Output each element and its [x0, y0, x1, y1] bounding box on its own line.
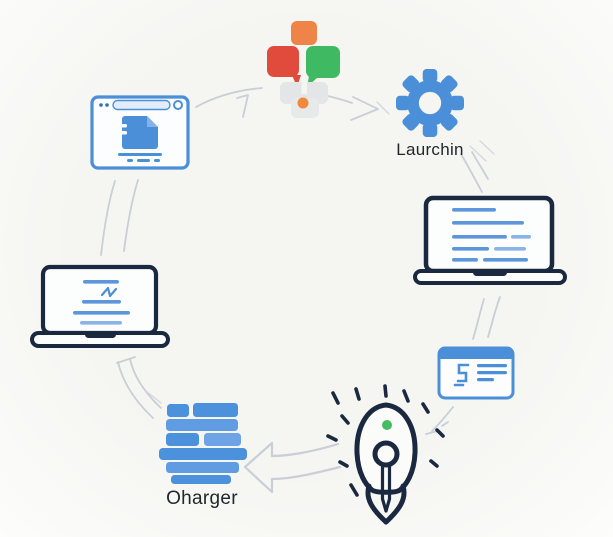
chat-flow-node: [260, 15, 350, 120]
arrow-laptop-to-browser: [100, 180, 116, 256]
launching-label: Laurchin: [396, 140, 464, 159]
code-lines: [452, 208, 531, 262]
arrow-browser-to-blocks: [195, 87, 263, 108]
scratch-mark: [376, 101, 390, 115]
laptop-icon: [30, 264, 170, 348]
burst-dashes: [326, 384, 445, 497]
rocket-porthole: [372, 440, 400, 468]
note-lines: [73, 280, 130, 325]
rocket-fins: [365, 483, 407, 525]
arrow-laptop-to-form-2: [487, 296, 501, 338]
arrow-laptop-to-browser-2: [123, 179, 139, 252]
laptop-notch: [85, 331, 116, 338]
green-indicator-dot: [382, 420, 392, 430]
browser-circle-button: [173, 100, 183, 110]
arrow-stack-to-laptop: [117, 361, 154, 419]
browser-dot: [105, 103, 109, 107]
rocket-node: [320, 383, 455, 535]
card-header-bar: [439, 348, 513, 359]
red-chat-bubble: [267, 46, 301, 87]
arrow-laptop-to-form: [472, 298, 485, 340]
zigzag-glyph: [100, 286, 118, 298]
green-chat-bubble: [306, 46, 340, 87]
chat-flow-icon: [267, 21, 340, 118]
laptop-code-icon: [413, 195, 567, 285]
gear-node: [396, 69, 464, 137]
gear-teeth: [396, 69, 464, 137]
layer-stack-node: [158, 400, 253, 488]
arrow-stack-hook: [116, 356, 136, 364]
browser-window-icon: [90, 95, 190, 170]
rocket-icon: [326, 384, 445, 525]
orange-block: [291, 21, 317, 45]
laptop-node: [30, 263, 170, 351]
address-bar: [112, 99, 171, 111]
arrow-stack-to-laptop-2: [129, 358, 162, 409]
stack-bars: [159, 403, 247, 484]
code-bracket-glyph: [453, 363, 470, 387]
arrowhead-blocks: [236, 94, 249, 118]
laptop-notch: [473, 269, 507, 276]
gear-icon: [396, 69, 464, 137]
laptop-code-node: [413, 195, 567, 288]
orange-dot: [297, 97, 309, 109]
gear-hole: [418, 91, 442, 115]
form-card-node: [437, 346, 515, 400]
rocket-needle: [380, 464, 392, 513]
document-icon: [120, 116, 158, 149]
browser-window-node: [90, 95, 190, 170]
card-text-lines: [477, 364, 507, 382]
arrowhead-gear: [350, 96, 379, 121]
browser-dot: [99, 103, 103, 107]
form-card-icon: [437, 346, 515, 400]
stack-icon: [159, 403, 247, 484]
changes-label: Oharger: [166, 488, 238, 509]
